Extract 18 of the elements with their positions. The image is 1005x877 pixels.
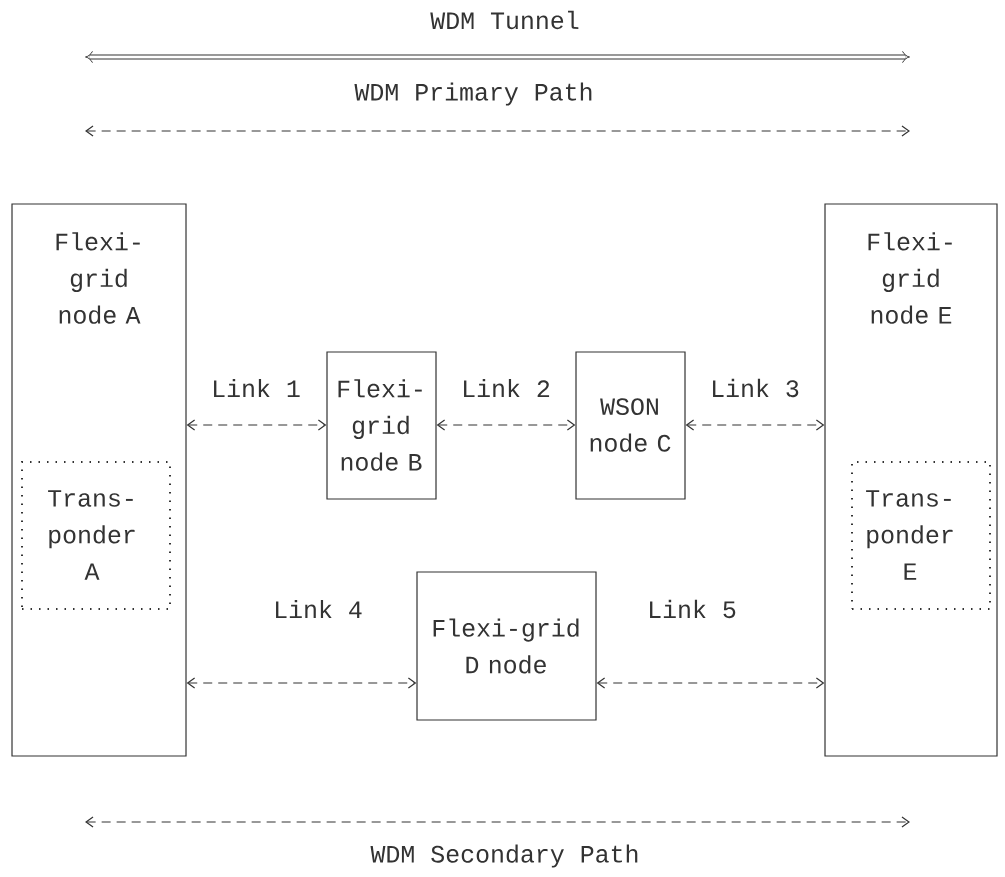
transponder-box: Trans- ponder E — [851, 461, 991, 610]
double-headed-arrow — [685, 419, 825, 431]
edge-label: Link 2 — [460, 377, 552, 398]
transponder-box: Trans- ponder A — [21, 461, 171, 610]
path-label: WDM Tunnel — [430, 10, 579, 30]
double-headed-arrow — [186, 677, 417, 689]
path-label: WDM Secondary Path — [370, 844, 638, 868]
edge-label: Link 5 — [646, 598, 738, 620]
edge-label: Link 3 — [709, 377, 801, 399]
node-box: WSON node C — [575, 351, 686, 500]
edge-label: Link 4 — [272, 598, 364, 619]
double-headed-arrow — [436, 419, 576, 431]
node-box: Flexi- grid node B — [326, 351, 437, 500]
edge-label: Link 1 — [210, 377, 302, 398]
double-headed-arrow — [596, 677, 825, 689]
node-box: Flexi-grid D node — [416, 571, 597, 721]
path-label: WDM Primary Path — [354, 82, 592, 106]
double-headed-arrow — [186, 419, 327, 431]
